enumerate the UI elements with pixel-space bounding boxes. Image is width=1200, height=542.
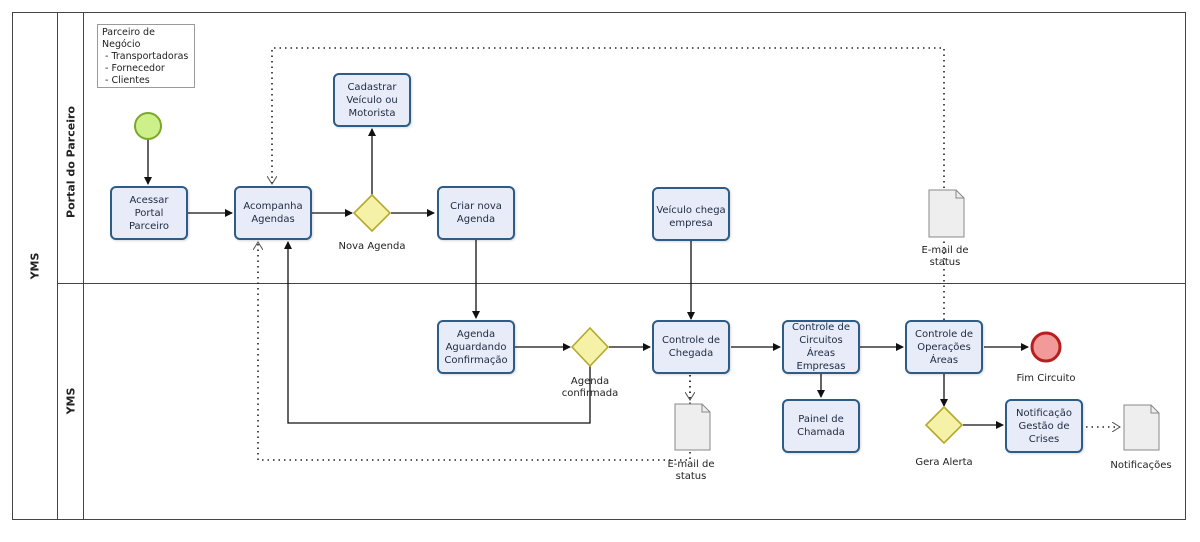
legend-item: - Fornecedor bbox=[105, 63, 165, 74]
gateway-label-agenda-confirmada: Agenda confirmada bbox=[561, 376, 619, 399]
gateway-gera-alerta bbox=[924, 405, 964, 445]
task-acompanha-agendas: Acompanha Agendas bbox=[234, 186, 312, 240]
flow-confirmada-back-to-acompanha bbox=[284, 241, 591, 424]
lane-separator bbox=[58, 283, 1186, 284]
legend-annotation: Parceiro de Negócio - Transportadoras - … bbox=[97, 24, 195, 88]
document-email-bottom bbox=[674, 403, 711, 451]
gateway-label-nova-agenda: Nova Agenda bbox=[338, 241, 406, 252]
task-agenda-aguardando: Agenda Aguardando Confirmação bbox=[437, 320, 515, 374]
end-event bbox=[1030, 331, 1062, 363]
legend-item: - Transportadoras bbox=[105, 51, 189, 62]
task-notificacao-crises: Notificação Gestão de Crises bbox=[1005, 399, 1083, 453]
end-event-label: Fim Circuito bbox=[1016, 373, 1076, 384]
task-controle-circuitos: Controle de Circuitos Áreas Empresas bbox=[782, 320, 860, 374]
document-label-email-bottom: E-mail de status bbox=[667, 459, 715, 482]
start-event bbox=[134, 112, 162, 140]
task-painel-chamada: Painel de Chamada bbox=[782, 399, 860, 453]
document-notificacoes bbox=[1123, 404, 1160, 451]
task-criar-agenda: Criar nova Agenda bbox=[437, 186, 515, 240]
legend-item: - Clientes bbox=[105, 75, 150, 86]
legend-title: Parceiro de Negócio bbox=[102, 27, 155, 50]
task-acessar-portal: Acessar Portal Parceiro bbox=[110, 186, 188, 240]
lane-label-area-portal: Portal do Parceiro bbox=[58, 12, 84, 283]
task-controle-chegada: Controle de Chegada bbox=[652, 320, 730, 374]
pool bbox=[12, 12, 1186, 520]
document-email-top bbox=[928, 189, 965, 238]
gateway-nova-agenda bbox=[352, 193, 392, 233]
assoc-operacoes-to-top-loop bbox=[272, 47, 945, 320]
gateway-agenda-confirmada bbox=[570, 326, 610, 368]
document-label-email-top: E-mail de status bbox=[921, 245, 969, 268]
lane-label-area-yms: YMS bbox=[58, 283, 84, 520]
gateway-label-gera-alerta: Gera Alerta bbox=[915, 457, 973, 468]
pool-label-area: YMS bbox=[12, 12, 58, 520]
document-label-notificacoes: Notificações bbox=[1110, 460, 1172, 471]
task-cadastrar-veiculo: Cadastrar Veículo ou Motorista bbox=[333, 73, 411, 127]
task-controle-operacoes: Controle de Operações Áreas bbox=[905, 320, 983, 374]
task-veiculo-chega: Veículo chega empresa bbox=[652, 187, 730, 241]
